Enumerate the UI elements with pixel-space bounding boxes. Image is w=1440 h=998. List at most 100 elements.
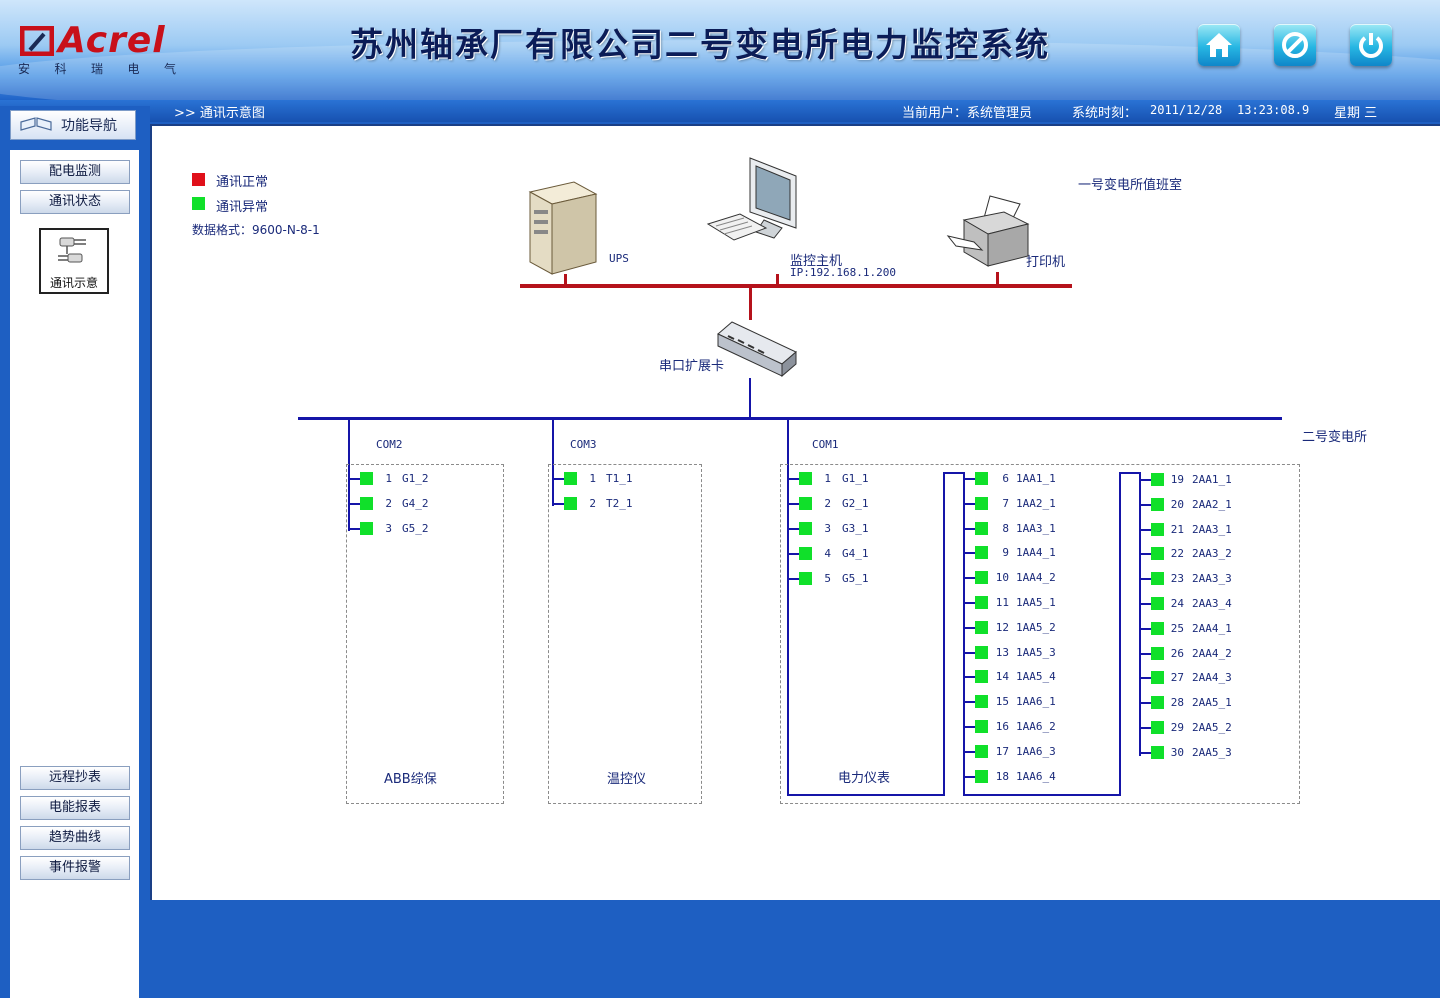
device-status-indicator[interactable] <box>1151 572 1164 586</box>
device-number: 23 <box>1170 572 1184 586</box>
device-name[interactable]: 1AA5_3 <box>1016 645 1056 659</box>
device-status-indicator[interactable] <box>1151 597 1164 610</box>
device-status-indicator[interactable] <box>1151 473 1164 486</box>
device-name[interactable]: 2AA3_3 <box>1192 572 1232 586</box>
device-name[interactable]: G1_2 <box>402 472 429 485</box>
device-name[interactable]: G4_1 <box>842 547 869 560</box>
com1-col2-top <box>943 472 963 474</box>
data-format: 数据格式：9600-N-8-1 <box>192 223 320 237</box>
device-status-indicator[interactable] <box>799 497 812 510</box>
device-name[interactable]: 1AA5_2 <box>1016 620 1056 634</box>
device-status-indicator[interactable] <box>1151 646 1164 660</box>
nav-power-monitor-button[interactable]: 配电监测 <box>20 160 130 184</box>
cancel-button[interactable] <box>1274 24 1316 66</box>
device-name[interactable]: 2AA3_2 <box>1192 547 1232 561</box>
device-name[interactable]: 2AA3_1 <box>1192 522 1232 536</box>
device-name[interactable]: 2AA4_3 <box>1192 671 1232 685</box>
device-number: 6 <box>1002 472 1009 485</box>
device-status-indicator[interactable] <box>1151 547 1164 561</box>
device-status-indicator[interactable] <box>975 769 988 783</box>
ups-icon <box>528 181 598 275</box>
device-status-indicator[interactable] <box>564 472 577 485</box>
com2-line <box>348 418 350 531</box>
device-name[interactable]: G5_1 <box>842 572 869 585</box>
device-name[interactable]: T1_1 <box>606 472 633 485</box>
device-name[interactable]: 2AA4_2 <box>1192 646 1232 660</box>
device-link <box>348 478 360 480</box>
device-number: 5 <box>824 572 831 585</box>
home-button[interactable] <box>1198 24 1240 66</box>
device-status-indicator[interactable] <box>799 522 812 535</box>
nav-remote-meter-button[interactable]: 远程抄表 <box>20 766 130 790</box>
device-name[interactable]: 2AA5_2 <box>1192 721 1232 734</box>
device-status-indicator[interactable] <box>975 670 988 684</box>
device-link <box>1139 652 1151 655</box>
device-name[interactable]: 1AA6_1 <box>1016 695 1056 709</box>
device-number: 4 <box>824 547 831 560</box>
device-name[interactable]: 1AA1_1 <box>1016 472 1056 485</box>
host-link <box>776 274 779 286</box>
device-status-indicator[interactable] <box>360 472 373 485</box>
device-status-indicator[interactable] <box>975 720 988 733</box>
printer-link <box>996 272 999 286</box>
device-name[interactable]: 1AA2_1 <box>1016 496 1056 510</box>
device-status-indicator[interactable] <box>564 497 577 510</box>
device-name[interactable]: G5_2 <box>402 522 429 535</box>
device-status-indicator[interactable] <box>1151 522 1164 536</box>
device-number: 13 <box>995 645 1009 659</box>
device-status-indicator[interactable] <box>1151 745 1164 759</box>
device-name[interactable]: 2AA2_1 <box>1192 497 1232 511</box>
device-status-indicator[interactable] <box>975 472 988 485</box>
device-name[interactable]: 1AA3_1 <box>1016 521 1056 535</box>
device-status-indicator[interactable] <box>975 695 988 709</box>
device-name[interactable]: 2AA5_1 <box>1192 696 1232 710</box>
device-status-indicator[interactable] <box>360 522 373 535</box>
device-name[interactable]: 1AA4_1 <box>1016 546 1056 560</box>
device-status-indicator[interactable] <box>975 496 988 510</box>
device-number: 25 <box>1170 621 1184 635</box>
device-name[interactable]: 1AA6_3 <box>1016 744 1056 758</box>
com1-col2-return <box>1119 472 1121 796</box>
device-status-indicator[interactable] <box>975 645 988 659</box>
device-name[interactable]: 1AA5_1 <box>1016 596 1056 609</box>
device-status-indicator[interactable] <box>360 497 373 510</box>
device-link <box>963 502 975 505</box>
nav-event-alarm-button[interactable]: 事件报警 <box>20 856 130 880</box>
device-status-indicator[interactable] <box>1151 497 1164 511</box>
device-status-indicator[interactable] <box>1151 721 1164 734</box>
device-status-indicator[interactable] <box>1151 621 1164 635</box>
device-name[interactable]: 2AA5_3 <box>1192 745 1232 759</box>
device-name[interactable]: G4_2 <box>402 497 429 510</box>
device-status-indicator[interactable] <box>799 472 812 485</box>
device-name[interactable]: T2_1 <box>606 497 633 510</box>
device-status-indicator[interactable] <box>975 596 988 609</box>
nav-comm-status-button[interactable]: 通讯状态 <box>20 190 130 214</box>
device-status-indicator[interactable] <box>975 546 988 560</box>
device-status-indicator[interactable] <box>1151 671 1164 685</box>
nav-comm-diagram-button[interactable]: 通讯示意 <box>39 228 109 294</box>
device-status-indicator[interactable] <box>975 521 988 535</box>
device-name[interactable]: G2_1 <box>842 497 869 510</box>
device-name[interactable]: 2AA1_1 <box>1192 473 1232 486</box>
device-status-indicator[interactable] <box>799 572 812 585</box>
device-status-indicator[interactable] <box>975 571 988 585</box>
legend-abnormal-swatch <box>192 197 205 210</box>
nav-energy-report-button[interactable]: 电能报表 <box>20 796 130 820</box>
device-name[interactable]: 2AA4_1 <box>1192 621 1232 635</box>
device-link <box>963 527 975 530</box>
device-status-indicator[interactable] <box>975 744 988 758</box>
device-name[interactable]: G1_1 <box>842 472 869 485</box>
power-button[interactable] <box>1350 24 1392 66</box>
device-name[interactable]: 1AA5_4 <box>1016 670 1056 684</box>
com3-label: COM3 <box>570 438 597 451</box>
device-name[interactable]: 1AA6_2 <box>1016 720 1056 733</box>
device-name[interactable]: G3_1 <box>842 522 869 535</box>
device-name[interactable]: 1AA4_2 <box>1016 571 1056 585</box>
device-status-indicator[interactable] <box>1151 696 1164 710</box>
device-name[interactable]: 2AA3_4 <box>1192 597 1232 610</box>
device-name[interactable]: 1AA6_4 <box>1016 769 1056 783</box>
device-status-indicator[interactable] <box>975 620 988 634</box>
device-status-indicator[interactable] <box>799 547 812 560</box>
nav-trend-curve-button[interactable]: 趋势曲线 <box>20 826 130 850</box>
substation-label: 二号变电所 <box>1302 430 1368 445</box>
